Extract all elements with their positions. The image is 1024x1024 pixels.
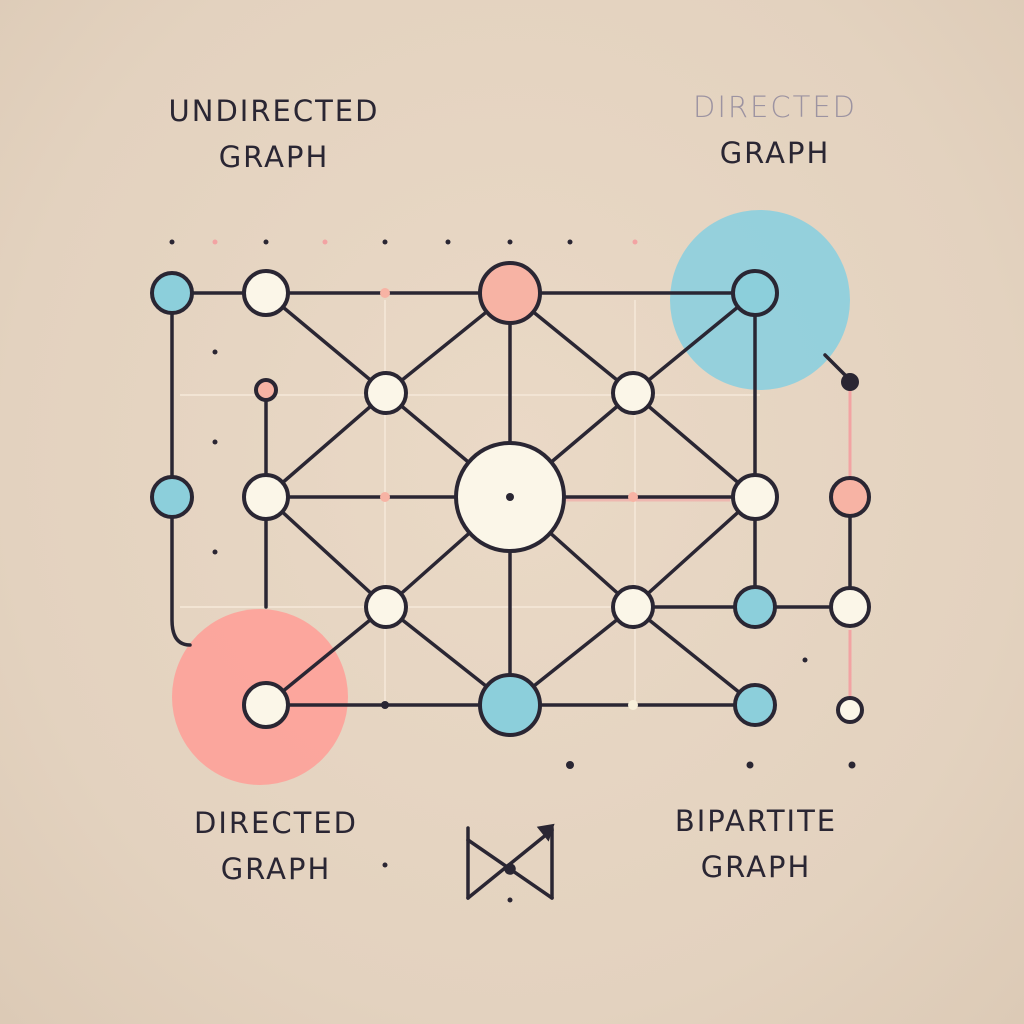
undirected-line1: UNDIRECTED (168, 94, 380, 128)
node-blue (150, 271, 194, 315)
node-cream (364, 371, 408, 415)
directed-graph-label-bottom: DIRECTED GRAPH (160, 800, 392, 892)
node-pink-large (478, 261, 542, 325)
node-cream (242, 681, 290, 729)
bipartite-line1: BIPARTITE (674, 804, 838, 838)
center-dot (506, 493, 514, 501)
node-cream (611, 371, 655, 415)
node-small (254, 378, 278, 402)
node-cream (364, 585, 408, 629)
node-blue (731, 269, 779, 317)
directed-bottom-line2: GRAPH (220, 852, 332, 886)
node-cream (731, 473, 779, 521)
bipartite-line2: GRAPH (700, 850, 812, 884)
directed-top-line1: DIRECTED (693, 90, 857, 124)
directed-top-line2: GRAPH (719, 136, 831, 170)
directed-bottom-line1: DIRECTED (194, 806, 358, 840)
node-blue (733, 585, 777, 629)
undirected-graph-label: UNDIRECTED GRAPH (150, 88, 398, 180)
node-pink (829, 476, 871, 518)
directed-graph-label-top: DIRECTED GRAPH (660, 84, 890, 176)
bipartite-graph-label: BIPARTITE GRAPH (640, 798, 872, 890)
node-blue-large (478, 673, 542, 737)
node-blue (150, 475, 194, 519)
pink-accent-lines (560, 385, 852, 700)
node-small-dark (841, 373, 859, 391)
node-cream (611, 585, 655, 629)
node-blue (733, 683, 777, 727)
directed-bowtie-icon (466, 823, 555, 900)
undirected-line2: GRAPH (218, 140, 330, 174)
node-cream-small (836, 696, 864, 724)
node-cream (242, 473, 290, 521)
node-cream (242, 269, 290, 317)
decorative-dots (169, 239, 856, 903)
node-cream (829, 586, 871, 628)
graph-nodes (150, 261, 871, 737)
